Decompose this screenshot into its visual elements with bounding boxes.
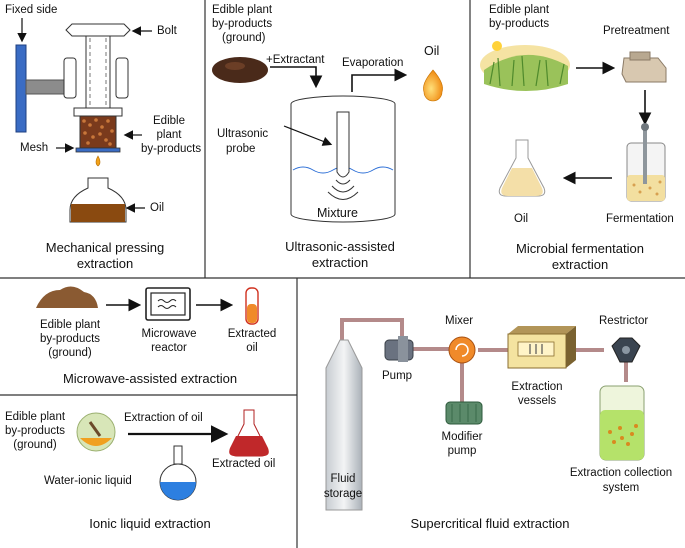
extraction-of-oil-label: Extraction of oil — [124, 412, 203, 424]
microwave-setup — [36, 286, 259, 325]
ionic-plant-line3: (ground) — [13, 439, 57, 451]
extracted-label-line2: oil — [246, 342, 258, 354]
ionic-extracted-oil-label: Extracted oil — [212, 458, 276, 470]
supercritical-setup — [325, 318, 645, 511]
microbial-plant-line1: Edible plant — [489, 4, 550, 16]
mechanical-press — [15, 18, 152, 223]
vessels-label-line2: vessels — [517, 395, 557, 407]
vessels-label-line1: Extraction — [511, 381, 563, 393]
mesh-label: Mesh — [20, 142, 49, 154]
reactor-label-line2: reactor — [151, 342, 187, 354]
collection-label-line2: system — [602, 482, 640, 494]
collection-label-line1: Extraction collection — [569, 467, 673, 479]
modifier-label-line1: Modifier — [441, 431, 483, 443]
fixed-side-label: Fixed side — [5, 4, 58, 16]
ultrasonic-title-line2: extraction — [311, 255, 369, 270]
pretreatment-label: Pretreatment — [603, 25, 670, 37]
storage-label-line1: Fluid — [330, 473, 356, 485]
mechanical-title-line2: extraction — [76, 256, 134, 271]
ionic-setup — [76, 409, 269, 501]
reactor-label-line1: Microwave — [141, 328, 197, 340]
mechanical-plant-line2: plant — [156, 129, 182, 141]
microwave-plant-line1: Edible plant — [39, 319, 101, 331]
fermentation-label: Fermentation — [606, 213, 674, 225]
microwave-plant-line2: by-products — [39, 333, 101, 345]
ionic-title: Ionic liquid extraction — [89, 516, 211, 531]
evaporation-label: Evaporation — [342, 57, 404, 69]
mechanical-oil-label: Oil — [150, 202, 165, 214]
mechanical-plant-line1: Edible — [153, 115, 185, 127]
microwave-title: Microwave-assisted extraction — [62, 371, 238, 386]
microbial-setup — [480, 41, 667, 202]
mechanical-title-line1: Mechanical pressing — [45, 240, 165, 255]
storage-label-line2: storage — [323, 488, 363, 500]
ionic-plant-line1: Edible plant — [4, 411, 66, 423]
ultrasonic-plant-line1: Edible plant — [212, 4, 273, 16]
extractant-label: +Extractant — [266, 54, 325, 66]
ultrasonic-title-line1: Ultrasonic-assisted — [285, 239, 395, 254]
ultrasonic-oil-label: Oil — [424, 44, 440, 58]
ultrasonic-plant-line2: by-products — [212, 18, 273, 30]
microbial-title-line1: Microbial fermentation — [516, 241, 644, 256]
probe-label-line1: Ultrasonic — [217, 128, 269, 140]
mixer-label: Mixer — [445, 315, 474, 327]
microbial-plant-line2: by-products — [489, 18, 550, 30]
extracted-label-line1: Extracted — [227, 328, 277, 340]
microwave-plant-line3: (ground) — [48, 347, 92, 359]
probe-label-line2: probe — [226, 143, 256, 155]
pump-label: Pump — [382, 370, 413, 382]
mechanical-plant-line3: by-products — [141, 143, 202, 155]
microbial-title-line2: extraction — [551, 257, 609, 272]
ultrasonic-plant-line3: (ground) — [222, 32, 266, 44]
microbial-oil-label: Oil — [514, 213, 529, 225]
supercritical-title: Supercritical fluid extraction — [410, 516, 570, 531]
ultrasonic-setup — [212, 57, 443, 223]
modifier-label-line2: pump — [447, 445, 477, 457]
water-ionic-label: Water-ionic liquid — [44, 475, 132, 487]
bolt-label: Bolt — [157, 25, 177, 37]
mixture-label: Mixture — [317, 206, 358, 220]
ionic-plant-line2: by-products — [4, 425, 66, 437]
restrictor-label: Restrictor — [599, 315, 649, 327]
